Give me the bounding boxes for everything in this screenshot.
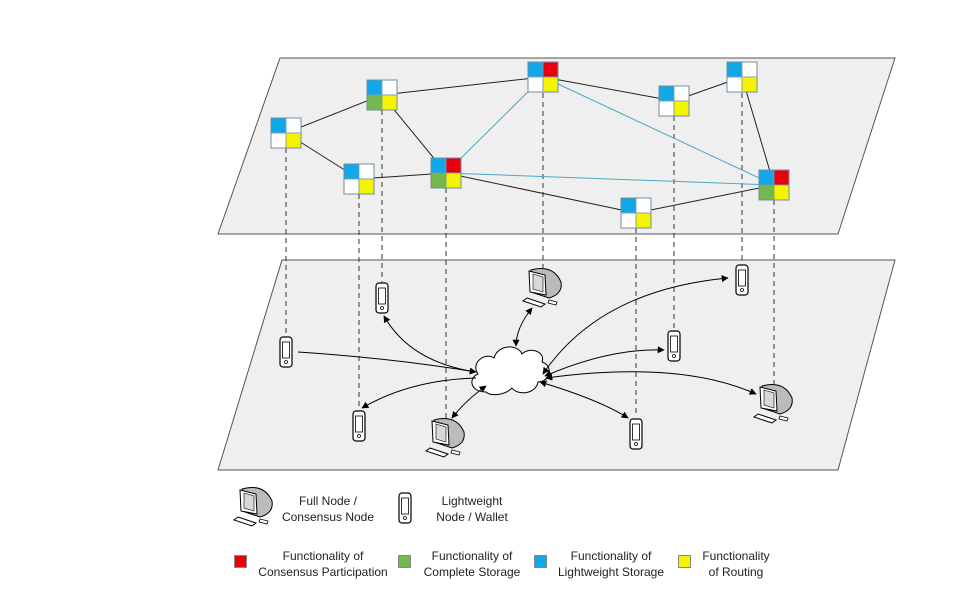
node-cell [620, 212, 637, 229]
node-border [726, 61, 758, 93]
node-u1 [270, 117, 302, 149]
node-u7 [726, 61, 758, 93]
node-u9 [758, 169, 790, 201]
lightweight-node-icon [667, 330, 681, 362]
node-cell [445, 172, 462, 189]
node-u8 [620, 197, 652, 229]
node-cell [445, 157, 462, 174]
node-cell [366, 94, 383, 111]
node-cell [285, 132, 302, 149]
legend-full-node-label: Full Node / Consensus Node [281, 494, 375, 524]
node-u3 [343, 163, 375, 195]
consensus-links [445, 76, 775, 186]
node-cell [758, 169, 775, 186]
node-u2 [366, 79, 398, 111]
node-cell [673, 85, 690, 102]
legend-storage-swatch [398, 555, 411, 568]
node-cell [741, 61, 758, 78]
legend-lightweight-node-label: Lightweight Node / Wallet [436, 494, 508, 524]
node-u4 [430, 157, 462, 189]
lightweight-node-icon [352, 410, 366, 442]
legend-full-node-icon [233, 487, 273, 527]
node-border [527, 61, 559, 93]
node-cell [620, 197, 637, 214]
node-cell [635, 212, 652, 229]
legend-lightweight-label: Functionality of Lightweight Storage [557, 549, 665, 579]
node-u5 [527, 61, 559, 93]
node-border [758, 169, 790, 201]
lightweight-node-icon [279, 336, 293, 368]
node-cell [430, 172, 447, 189]
node-cell [527, 76, 544, 93]
node-u6 [658, 85, 690, 117]
node-cell [430, 157, 447, 174]
node-cell [758, 184, 775, 201]
legend-consensus-label: Functionality of Consensus Participation [258, 549, 388, 579]
lightweight-node-icon [375, 282, 389, 314]
legend-routing-swatch [678, 555, 691, 568]
node-cell [726, 76, 743, 93]
node-cell [358, 178, 375, 195]
node-cell [658, 85, 675, 102]
node-cell [270, 117, 287, 134]
node-cell [343, 163, 360, 180]
cloud-icon [471, 346, 550, 396]
node-cell [358, 163, 375, 180]
legend-storage-label: Functionality of Complete Storage [423, 549, 521, 579]
legend-routing-label: Functionality of Routing [702, 549, 770, 579]
lightweight-node-icon [629, 418, 643, 450]
node-cell [726, 61, 743, 78]
node-border [430, 157, 462, 189]
node-cell [527, 61, 544, 78]
node-border [620, 197, 652, 229]
node-border [270, 117, 302, 149]
node-cell [773, 169, 790, 186]
node-cell [542, 76, 559, 93]
upper-nodes [270, 61, 790, 229]
node-cell [381, 79, 398, 96]
node-border [658, 85, 690, 117]
node-cell [285, 117, 302, 134]
legend-consensus-swatch [234, 555, 247, 568]
node-cell [673, 100, 690, 117]
node-border [366, 79, 398, 111]
lightweight-node-icon [735, 264, 749, 296]
node-cell [741, 76, 758, 93]
node-cell [658, 100, 675, 117]
lower-links [297, 275, 757, 419]
node-cell [381, 94, 398, 111]
node-cell [343, 178, 360, 195]
node-cell [542, 61, 559, 78]
node-cell [366, 79, 383, 96]
node-cell [773, 184, 790, 201]
node-border [343, 163, 375, 195]
legend-lightweight-swatch [534, 555, 547, 568]
legend-lightweight-node-icon [398, 492, 412, 524]
node-cell [270, 132, 287, 149]
node-cell [635, 197, 652, 214]
